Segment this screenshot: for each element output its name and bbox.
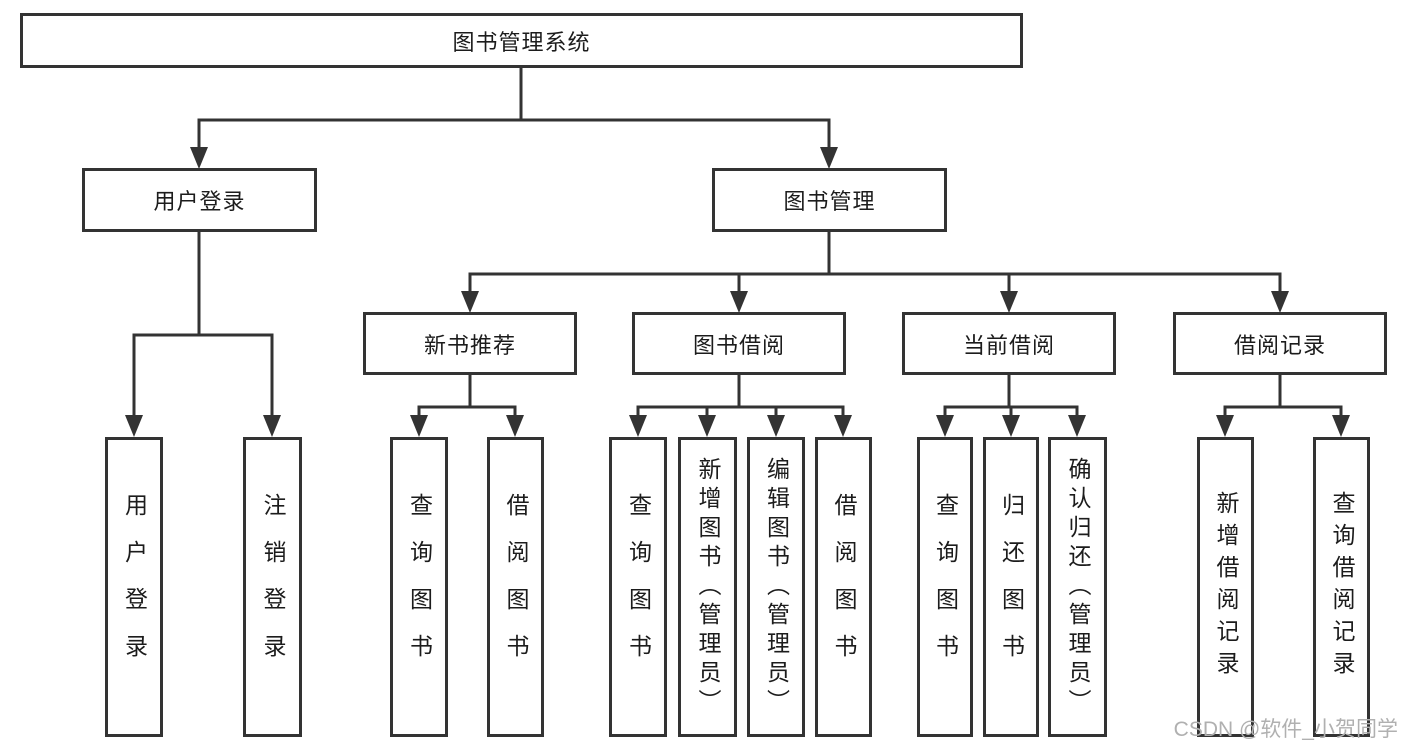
node-query-books-b: 查询图书 [390,437,448,737]
node-user-login-leaf-label: 用户登录 [121,493,148,681]
node-return-books-label: 归还图书 [998,493,1025,681]
node-user-login: 用户登录 [82,168,317,232]
node-user-login-label: 用户登录 [153,189,246,214]
node-add-borrow-record-label: 新增借阅记录 [1213,491,1239,683]
node-current-borrow-label: 当前借阅 [962,332,1055,358]
node-book-borrow: 图书借阅 [632,312,846,375]
node-book-borrow-label: 图书借阅 [692,332,785,358]
node-borrow-books-c-label: 借阅图书 [831,493,857,681]
node-query-books-d: 查询图书 [917,437,973,737]
node-add-borrow-record: 新增借阅记录 [1197,437,1254,737]
node-new-book-recommend: 新书推荐 [363,312,577,375]
node-user-login-leaf: 用户登录 [105,437,163,737]
node-new-book-recommend-label: 新书推荐 [423,332,516,358]
node-query-borrow-record: 查询借阅记录 [1313,437,1370,737]
node-query-books-d-label: 查询图书 [932,493,959,681]
node-logout-leaf: 注销登录 [243,437,302,737]
node-borrow-records-label: 借阅记录 [1233,332,1326,358]
node-query-books-b-label: 查询图书 [406,493,433,681]
node-borrow-records: 借阅记录 [1173,312,1387,375]
node-add-books-admin-label: 新增图书（管理员） [695,456,721,718]
node-add-books-admin: 新增图书（管理员） [678,437,737,737]
node-query-borrow-record-label: 查询借阅记录 [1329,491,1355,683]
node-root: 图书管理系统 [20,13,1023,68]
node-current-borrow: 当前借阅 [902,312,1116,375]
csdn-watermark: CSDN @软件_小贺同学 [1173,718,1398,741]
node-book-management: 图书管理 [712,168,947,232]
node-return-books: 归还图书 [983,437,1039,737]
node-book-management-label: 图书管理 [783,189,876,214]
node-confirm-return-admin: 确认归还（管理员） [1048,437,1107,737]
node-query-books-c: 查询图书 [609,437,667,737]
node-root-label: 图书管理系统 [452,29,591,55]
node-logout-leaf-label: 注销登录 [260,493,286,681]
node-confirm-return-admin-label: 确认归还（管理员） [1065,456,1091,718]
node-query-books-c-label: 查询图书 [625,493,652,681]
node-borrow-books-c: 借阅图书 [815,437,872,737]
node-borrow-books-b: 借阅图书 [487,437,544,737]
node-edit-books-admin: 编辑图书（管理员） [747,437,805,737]
node-edit-books-admin-label: 编辑图书（管理员） [763,456,790,718]
node-borrow-books-b-label: 借阅图书 [503,493,529,681]
